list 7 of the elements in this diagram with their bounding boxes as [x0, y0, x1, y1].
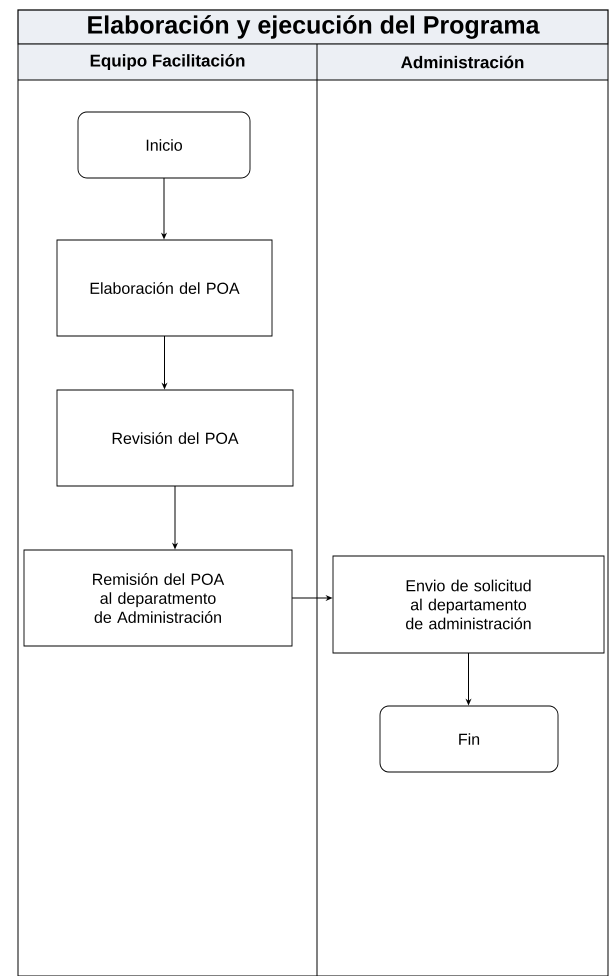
title-band: Elaboración y ejecución del Programa: [17, 9, 609, 45]
process-box: Remisión del POA al deparatmento de Administración: [24, 550, 292, 646]
process-box: Revisión del POA: [56, 390, 294, 486]
process-box: Envio de solicitud al departamento de administración: [332, 556, 604, 654]
process-box: Elaboración del POA: [56, 240, 272, 336]
terminal-box: Fin: [380, 706, 558, 772]
terminal-box: Inicio: [78, 112, 250, 178]
